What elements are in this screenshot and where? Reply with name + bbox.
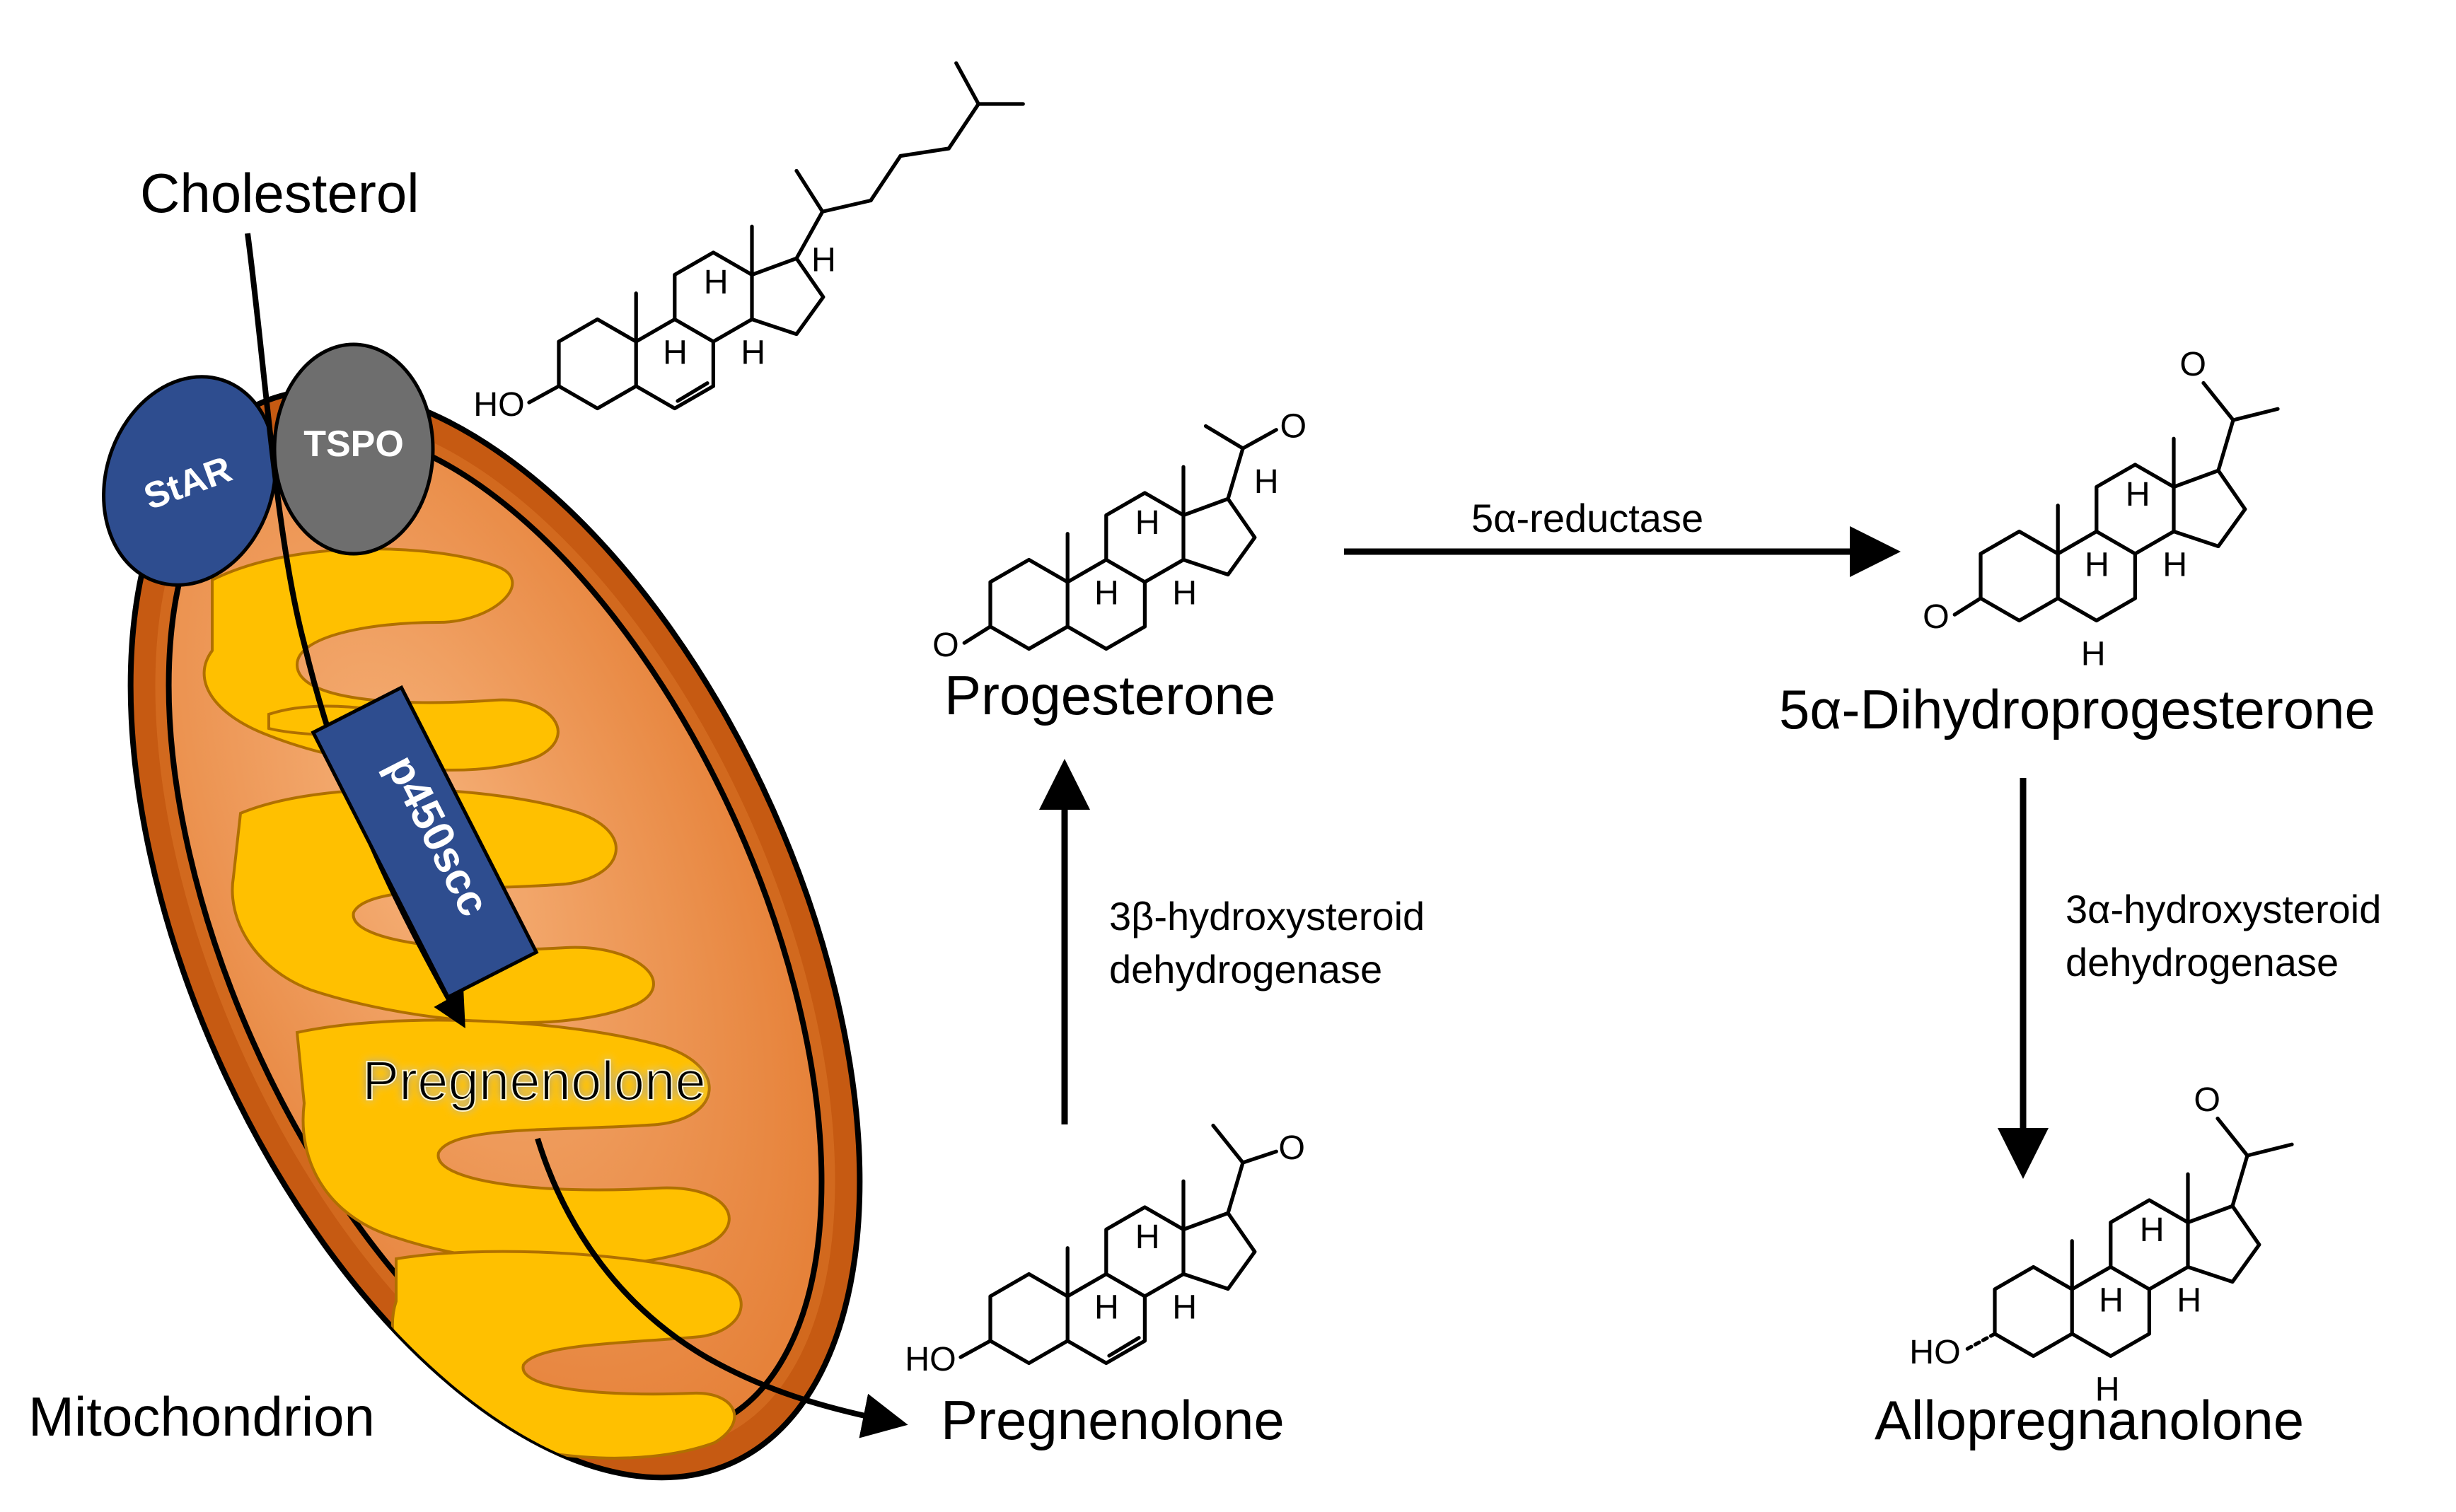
cholesterol-label: Cholesterol bbox=[140, 162, 419, 224]
pregnenolone-h-9: H bbox=[1094, 1289, 1119, 1327]
allopregnanolone-h-14: H bbox=[2177, 1281, 2201, 1320]
dihydroprogesterone-label: 5α-Dihydroprogesterone bbox=[1779, 678, 2375, 740]
progesterone-oxygen-20: O bbox=[1280, 407, 1307, 445]
reductase-label: 5α-reductase bbox=[1471, 496, 1703, 540]
dihydroprogesterone-h-14: H bbox=[2162, 546, 2187, 584]
cholesterol-h-17: H bbox=[811, 240, 836, 279]
progesterone-h-8: H bbox=[1135, 504, 1160, 542]
pregnenolone-hydroxyl: HO bbox=[905, 1340, 956, 1378]
pregnenolone-export-path bbox=[535, 1137, 908, 1438]
pregnenolone-structure: HO O H H H bbox=[905, 1123, 1305, 1378]
cholesterol-h-14: H bbox=[741, 334, 765, 372]
cholesterol-h-9: H bbox=[663, 334, 688, 372]
star-protein: StAR bbox=[102, 375, 277, 587]
mitochondrion: StAR TSPO p450scc Pregnenolone bbox=[102, 233, 908, 1481]
pregnenolone-label: Pregnenolone bbox=[941, 1389, 1285, 1451]
hsd3b-label-line1: 3β-hydroxysteroid bbox=[1109, 894, 1425, 938]
p450scc-protein: p450scc bbox=[311, 685, 539, 1000]
cristae bbox=[202, 547, 743, 1460]
allopregnanolone-structure: HO O H H H H bbox=[1909, 1081, 2294, 1409]
cholesterol-structure: HO H H H H bbox=[473, 61, 1025, 424]
pregnenolone-h-8: H bbox=[1135, 1218, 1160, 1256]
progesterone-label: Progesterone bbox=[944, 664, 1275, 726]
tspo-label: TSPO bbox=[303, 424, 404, 465]
progesterone-h-14: H bbox=[1172, 574, 1197, 612]
mitochondrion-pregnenolone-label: Pregnenolone bbox=[362, 1049, 706, 1112]
mitochondrion-label: Mitochondrion bbox=[28, 1385, 375, 1448]
cholesterol-h-8: H bbox=[704, 263, 729, 301]
hsd3b-label-line2: dehydrogenase bbox=[1109, 947, 1382, 991]
tspo-protein: TSPO bbox=[272, 342, 435, 556]
dihydroprogesterone-oxygen-20: O bbox=[2179, 345, 2206, 383]
allopregnanolone-oxygen-20: O bbox=[2194, 1081, 2220, 1119]
allopregnanolone-label: Allopregnanolone bbox=[1875, 1389, 2304, 1451]
hsd3a-label-line2: dehydrogenase bbox=[2066, 940, 2339, 984]
progesterone-h-9: H bbox=[1094, 574, 1119, 612]
pregnenolone-oxygen-20: O bbox=[1278, 1129, 1305, 1167]
progesterone-structure: O O H H H H bbox=[932, 407, 1307, 664]
allopregnanolone-hydroxyl: HO bbox=[1909, 1333, 1960, 1371]
dihydroprogesterone-h-8: H bbox=[2126, 475, 2150, 513]
hsd3a-label-line1: 3α-hydroxysteroid bbox=[2066, 887, 2381, 931]
progesterone-oxygen-3: O bbox=[932, 626, 959, 664]
dihydroprogesterone-h-5: H bbox=[2081, 635, 2106, 673]
cholesterol-hydroxyl: HO bbox=[473, 385, 524, 424]
allopregnanolone-h-9: H bbox=[2099, 1281, 2124, 1320]
dihydroprogesterone-h-9: H bbox=[2085, 546, 2109, 584]
progesterone-h-17: H bbox=[1254, 463, 1279, 501]
allopregnanolone-h-5: H bbox=[2095, 1371, 2120, 1409]
allopregnanolone-h-8: H bbox=[2140, 1211, 2165, 1249]
pregnenolone-h-14: H bbox=[1172, 1289, 1197, 1327]
dihydroprogesterone-oxygen-3: O bbox=[1923, 598, 1950, 636]
dihydroprogesterone-structure: O O H H H H bbox=[1923, 345, 2280, 673]
